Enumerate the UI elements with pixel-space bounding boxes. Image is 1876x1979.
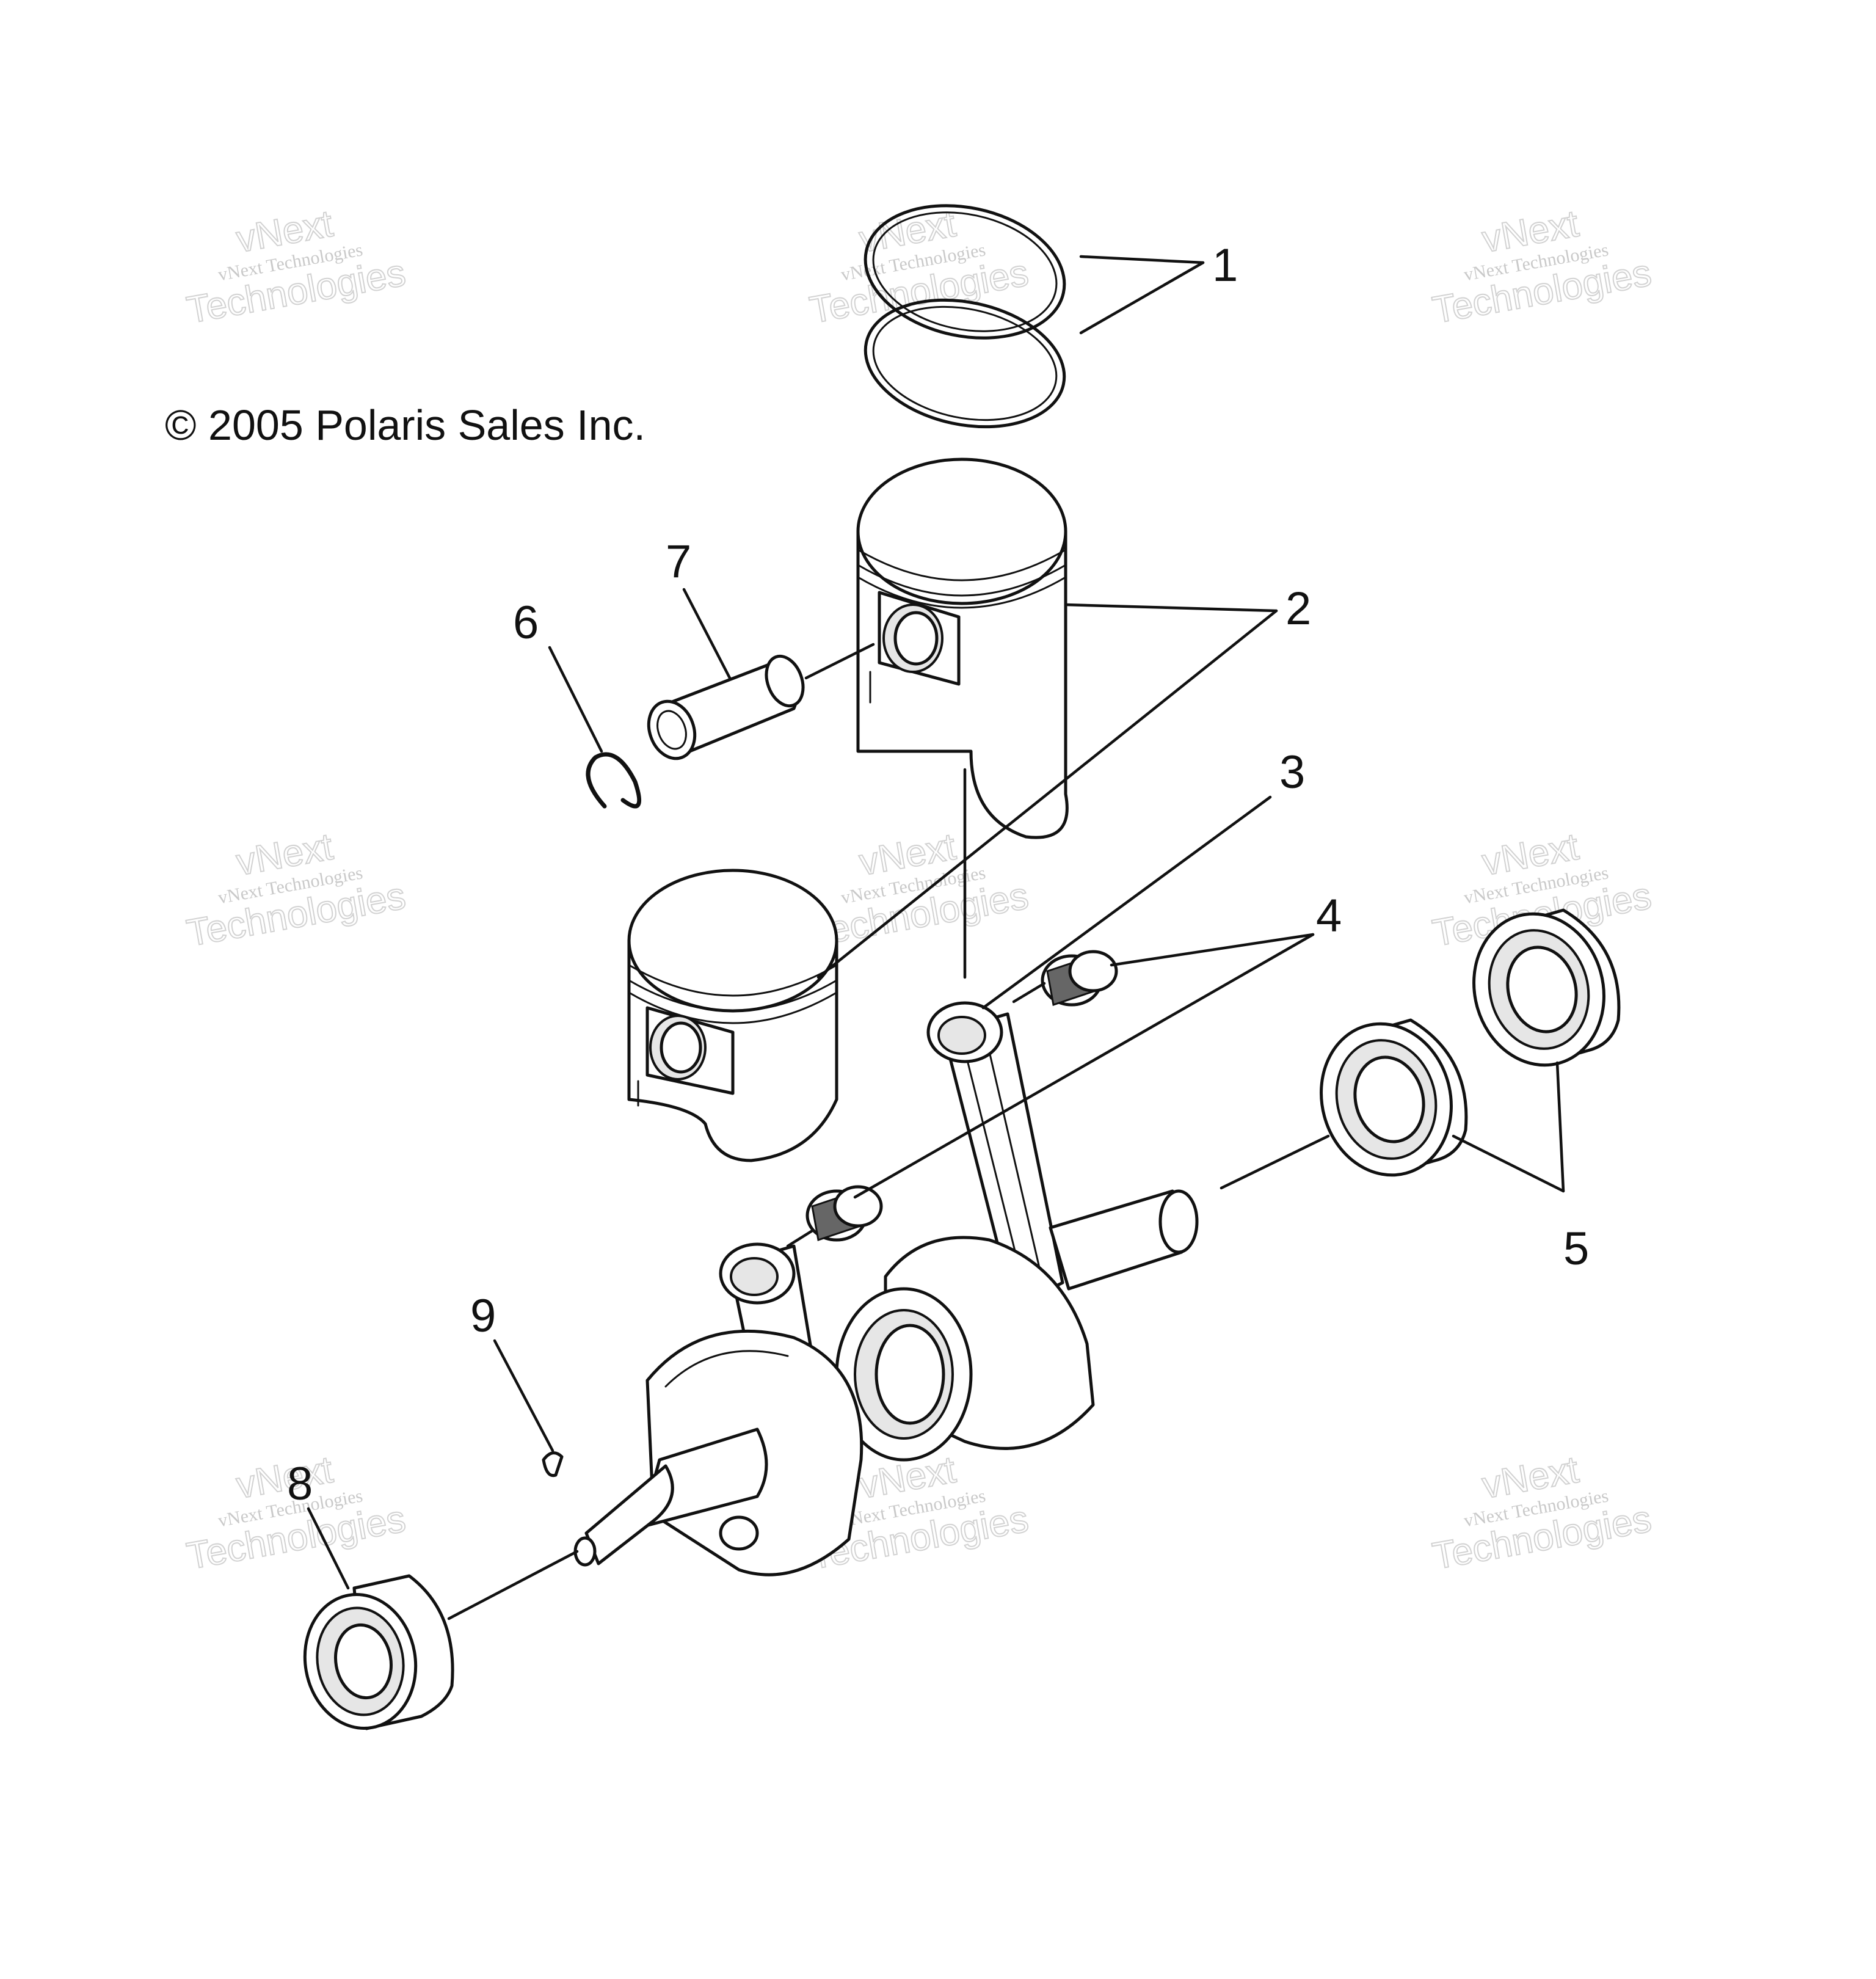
callout-4: 4: [1316, 890, 1342, 942]
main-bearing-middle: [1320, 1018, 1468, 1177]
piston-upper: [856, 457, 1069, 839]
callout-7: 7: [666, 536, 691, 588]
woodruff-key: [542, 1451, 564, 1478]
needle-bearing-lower: [805, 1185, 883, 1242]
main-bearing-right: [1472, 908, 1621, 1067]
assembly-lines: [447, 643, 1330, 1620]
watermark: vNext Technologies Technologies vNext: [183, 202, 409, 332]
callout-2: 2: [1285, 583, 1311, 635]
piston-rings: [863, 204, 1066, 429]
copyright-text: © 2005 Polaris Sales Inc.: [165, 401, 645, 449]
callout-1: 1: [1212, 239, 1238, 291]
watermark: vNext Technologies Technologies vNext: [1429, 1448, 1655, 1578]
watermark: vNext Technologies Technologies vNext: [183, 825, 409, 955]
callout-5: 5: [1563, 1223, 1589, 1275]
callout-6: 6: [513, 597, 539, 649]
callout-labels: 1 2 3 4 5 6 7 8 9: [287, 239, 1589, 1510]
callout-9: 9: [470, 1290, 496, 1342]
piston-lower: [627, 869, 838, 1162]
watermark: vNext Technologies Technologies vNext: [1429, 202, 1655, 332]
end-bearing: [303, 1574, 454, 1730]
leader-lines: [307, 255, 1565, 1590]
needle-bearing-upper: [1041, 950, 1118, 1007]
callout-3: 3: [1279, 746, 1305, 798]
callout-8: 8: [287, 1458, 313, 1510]
circlip: [586, 752, 642, 809]
crankshaft: [573, 1189, 1199, 1576]
connecting-rod-upper: [926, 1001, 1064, 1309]
piston-pin: [647, 654, 805, 760]
